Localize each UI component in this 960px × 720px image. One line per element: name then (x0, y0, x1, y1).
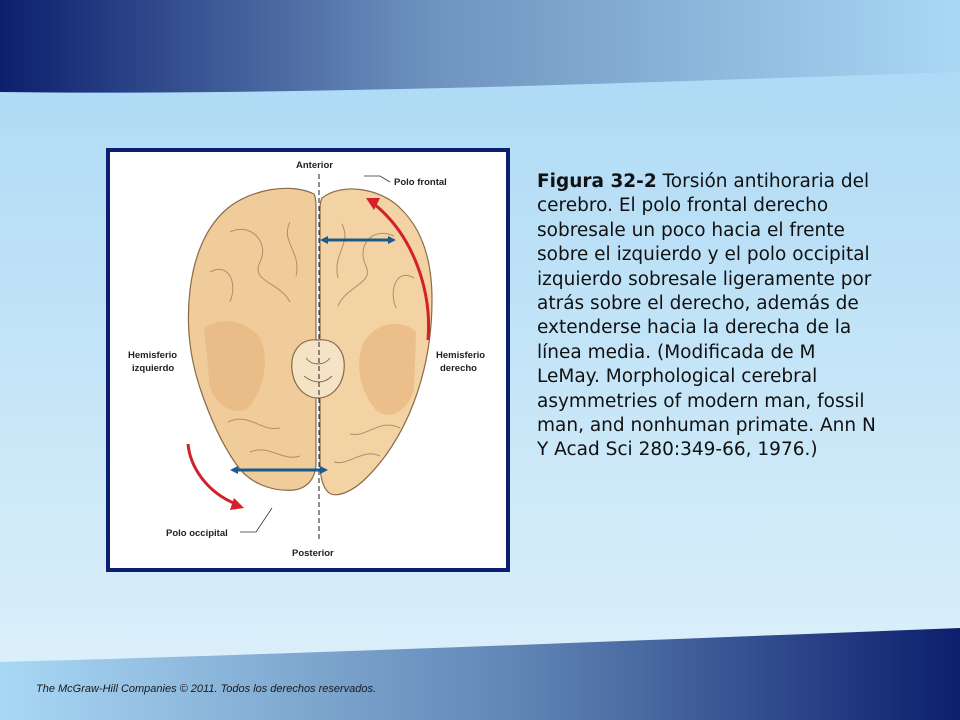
rotation-arrowhead-occipital (230, 498, 244, 510)
left-temporal-lobe (204, 321, 265, 412)
top-gradient-band (0, 0, 960, 93)
bottom-gradient-band (0, 628, 960, 720)
brainstem (291, 339, 345, 399)
rotation-arrow-frontal (373, 202, 431, 341)
copyright-footer: The McGraw-Hill Companies © 2011. Todos … (36, 683, 377, 695)
rotation-arrow-occipital (186, 443, 237, 506)
occipital-pole-leader (240, 507, 273, 533)
frontal-offset-arrow (320, 236, 396, 244)
figure-panel: Anterior Polo frontal Hemisferio izquier… (106, 148, 510, 572)
label-left-hemisphere-line2: izquierdo (132, 363, 174, 374)
brain-torsion-diagram: Anterior Polo frontal Hemisferio izquier… (128, 160, 485, 559)
label-occipital-pole: Polo occipital (166, 528, 228, 539)
label-left-hemisphere-line1: Hemisferio (128, 350, 177, 361)
right-temporal-lobe (359, 323, 416, 415)
occipital-offset-arrow (230, 466, 328, 474)
label-right-hemisphere-line1: Hemisferio (436, 350, 485, 361)
label-frontal-pole: Polo frontal (394, 177, 447, 188)
label-posterior: Posterior (292, 548, 334, 559)
frontal-pole-leader (364, 175, 391, 183)
rotation-arrowhead-frontal (366, 198, 380, 210)
gyri-lines (209, 221, 415, 464)
figure-caption: Figura 32-2 Torsión antihoraria del cere… (537, 170, 877, 463)
label-anterior: Anterior (296, 160, 333, 171)
label-right-hemisphere-line2: derecho (440, 363, 477, 374)
caption-text: Torsión antihoraria del cerebro. El polo… (537, 171, 876, 461)
figure-number: Figura 32-2 (537, 171, 657, 192)
